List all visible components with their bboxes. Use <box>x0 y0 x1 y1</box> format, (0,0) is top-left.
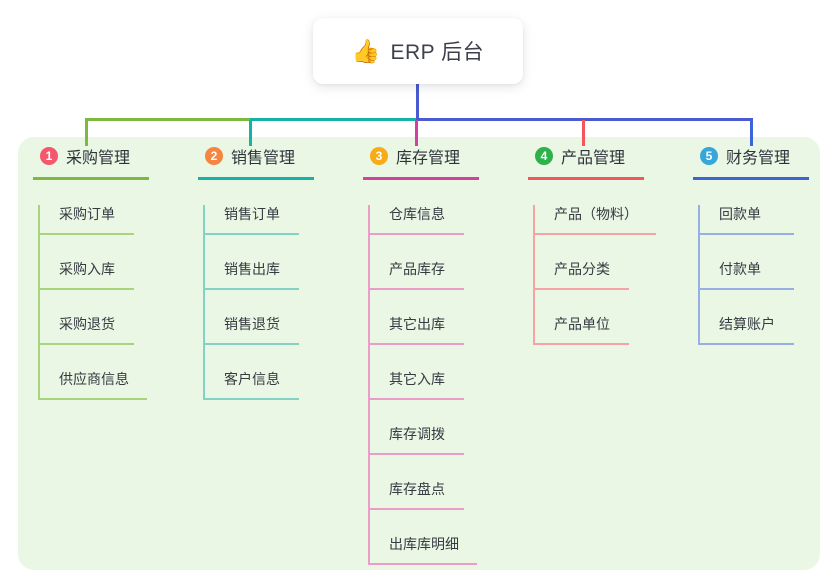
child-node[interactable]: 结算账户 <box>700 315 794 345</box>
child-node[interactable]: 采购订单 <box>40 205 134 235</box>
branch-title-label: 库存管理 <box>396 150 461 167</box>
branch-inventory-children: 仓库信息 产品库存 其它出库 其它入库 库存调拨 库存盘点 出库库明细 <box>368 205 523 565</box>
connector-drop-sales <box>249 120 252 146</box>
branch-title-label: 财务管理 <box>726 150 791 167</box>
child-node[interactable]: 库存盘点 <box>370 480 464 510</box>
child-node[interactable]: 销售出库 <box>205 260 299 290</box>
child-node[interactable]: 回款单 <box>700 205 794 235</box>
root-node-label: ERP 后台 <box>390 41 485 64</box>
branch-purchase: 1 采购管理 采购订单 采购入库 采购退货 供应商信息 <box>33 142 193 400</box>
child-node[interactable]: 采购入库 <box>40 260 134 290</box>
branch-sales-children: 销售订单 销售出库 销售退货 客户信息 <box>203 205 358 400</box>
connector-bus-right <box>416 118 753 121</box>
root-node[interactable]: 👍 ERP 后台 <box>313 18 523 84</box>
child-node[interactable]: 供应商信息 <box>40 370 147 400</box>
connector-bus-middle <box>250 118 417 121</box>
branch-number-badge: 5 <box>700 147 718 165</box>
branch-inventory-title[interactable]: 3 库存管理 <box>363 142 479 180</box>
child-node[interactable]: 付款单 <box>700 260 794 290</box>
child-node[interactable]: 销售订单 <box>205 205 299 235</box>
child-node[interactable]: 产品单位 <box>535 315 629 345</box>
connector-drop-product <box>582 120 585 146</box>
child-node[interactable]: 库存调拨 <box>370 425 464 455</box>
branch-inventory: 3 库存管理 仓库信息 产品库存 其它出库 其它入库 库存调拨 库存盘点 出库库… <box>363 142 523 565</box>
child-node[interactable]: 客户信息 <box>205 370 299 400</box>
branch-purchase-title[interactable]: 1 采购管理 <box>33 142 149 180</box>
branch-sales: 2 销售管理 销售订单 销售出库 销售退货 客户信息 <box>198 142 358 400</box>
branch-title-label: 销售管理 <box>231 150 296 167</box>
child-node[interactable]: 产品库存 <box>370 260 464 290</box>
branch-sales-title[interactable]: 2 销售管理 <box>198 142 314 180</box>
child-node[interactable]: 采购退货 <box>40 315 134 345</box>
branch-finance-title[interactable]: 5 财务管理 <box>693 142 809 180</box>
connector-drop-purchase <box>85 120 88 146</box>
child-node[interactable]: 出库库明细 <box>370 535 477 565</box>
connector-drop-inventory <box>415 120 418 146</box>
branch-finance: 5 财务管理 回款单 付款单 结算账户 <box>693 142 839 345</box>
child-node[interactable]: 仓库信息 <box>370 205 464 235</box>
child-node[interactable]: 产品分类 <box>535 260 629 290</box>
child-node[interactable]: 其它入库 <box>370 370 464 400</box>
branch-number-badge: 2 <box>205 147 223 165</box>
branch-product: 4 产品管理 产品（物料） 产品分类 产品单位 <box>528 142 688 345</box>
branches-panel <box>18 137 820 570</box>
child-node[interactable]: 其它出库 <box>370 315 464 345</box>
connector-bus-left <box>85 118 251 121</box>
branch-product-children: 产品（物料） 产品分类 产品单位 <box>533 205 688 345</box>
branch-purchase-children: 采购订单 采购入库 采购退货 供应商信息 <box>38 205 193 400</box>
branch-number-badge: 4 <box>535 147 553 165</box>
branch-finance-children: 回款单 付款单 结算账户 <box>698 205 839 345</box>
branch-product-title[interactable]: 4 产品管理 <box>528 142 644 180</box>
connector-drop-finance <box>750 120 753 146</box>
branch-number-badge: 1 <box>40 147 58 165</box>
branch-title-label: 采购管理 <box>66 150 131 167</box>
child-node[interactable]: 产品（物料） <box>535 205 656 235</box>
branch-title-label: 产品管理 <box>561 150 626 167</box>
connector-root-line <box>416 84 419 120</box>
thumbs-up-icon: 👍 <box>351 37 381 64</box>
child-node[interactable]: 销售退货 <box>205 315 299 345</box>
branch-number-badge: 3 <box>370 147 388 165</box>
